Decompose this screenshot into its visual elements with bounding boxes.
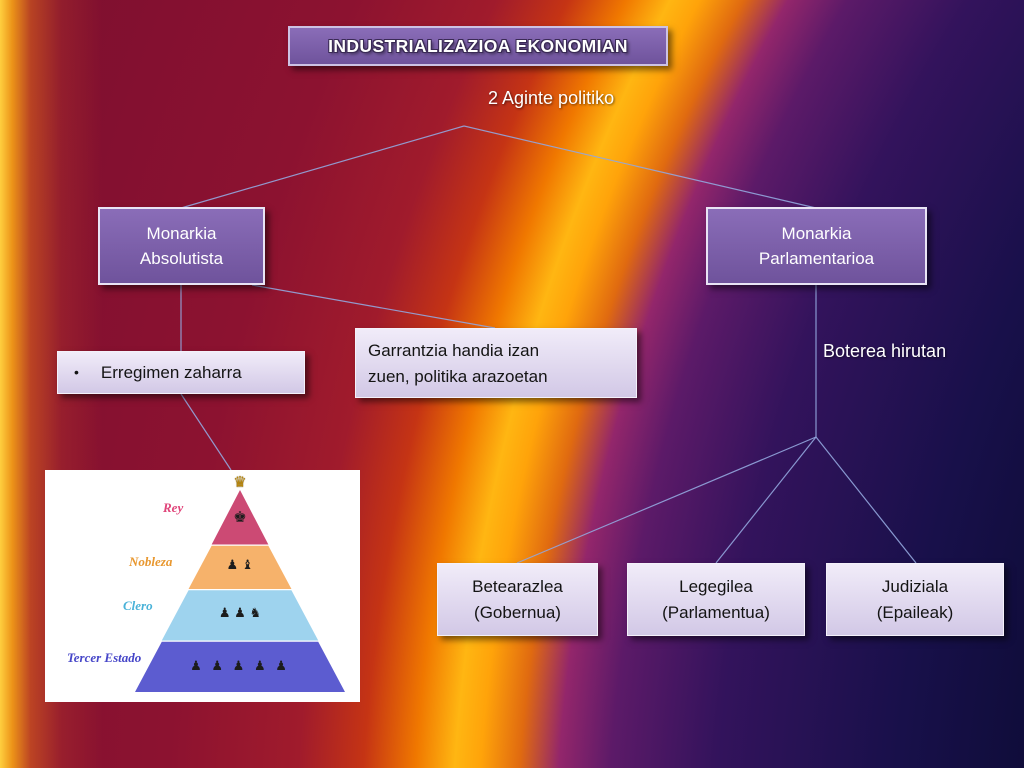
slide-title: INDUSTRIALIZAZIOA EKONOMIAN xyxy=(328,35,628,56)
node-label-line: Monarkia xyxy=(781,223,852,243)
pyramid-label-rey: Rey xyxy=(163,500,184,515)
connector-line xyxy=(715,436,817,564)
node-garrantzia: Garrantzia handia izan zuen, politika ar… xyxy=(355,328,637,398)
clergy-figures-icon: ♟ ♟ ♞ xyxy=(218,605,262,621)
connector-line xyxy=(815,436,917,564)
node-betearazlea: Betearazlea (Gobernua) xyxy=(437,563,598,636)
connector-line xyxy=(180,393,232,471)
node-label-line: Parlamentarioa xyxy=(758,249,875,268)
subtitle-text: 2 Aginte politiko xyxy=(488,88,615,108)
bullet-icon: • xyxy=(74,364,79,380)
node-label-line: Garrantzia handia izan xyxy=(368,341,540,360)
social-pyramid: ♛ ♚ ♟ ♝ ♟ ♟ ♞ ♟ ♟ ♟ ♟ ♟ xyxy=(135,474,345,692)
crown-icon: ♛ xyxy=(233,474,247,491)
node-label-line: Legegilea xyxy=(679,577,753,596)
node-label-line: Betearazlea xyxy=(472,577,563,596)
node-label-line: Judiziala xyxy=(881,577,949,596)
node-monarkia-absolutista: Monarkia Absolutista xyxy=(98,207,265,285)
connector-line xyxy=(516,436,817,564)
pyramid-label-nobleza: Nobleza xyxy=(129,554,173,569)
estates-pyramid-image: ♛ ♚ ♟ ♝ ♟ ♟ ♞ ♟ ♟ ♟ ♟ ♟ Rey Nobleza Cler… xyxy=(45,470,360,702)
node-label-line: (Parlamentua) xyxy=(662,602,770,622)
boterea-hirutan-text: Boterea hirutan xyxy=(823,341,947,361)
pyramid-label-clero: Clero xyxy=(123,598,153,613)
node-monarkia-parlamentarioa: Monarkia Parlamentarioa xyxy=(706,207,927,285)
node-label-line: (Gobernua) xyxy=(474,602,561,622)
connector-line xyxy=(463,125,817,209)
node-legegilea: Legegilea (Parlamentua) xyxy=(627,563,805,636)
pyramid-layer-clero xyxy=(161,590,319,641)
connector-line xyxy=(180,125,465,209)
pyramid-layer-tercer-estado xyxy=(135,641,345,692)
title-box: INDUSTRIALIZAZIOA EKONOMIAN xyxy=(288,26,668,66)
node-label-line: zuen, politika arazoetan xyxy=(368,366,548,386)
king-figure-icon: ♚ xyxy=(233,509,247,527)
commoners-figures-icon: ♟ ♟ ♟ ♟ ♟ xyxy=(190,657,290,673)
node-erregimen-zaharra: • Erregimen zaharra xyxy=(57,351,305,394)
connector-line xyxy=(251,284,496,329)
nobles-figures-icon: ♟ ♝ xyxy=(226,556,254,572)
pyramid-label-tercer-estado: Tercer Estado xyxy=(67,650,142,665)
node-label: Erregimen zaharra xyxy=(100,362,242,382)
node-label-line: (Epaileak) xyxy=(876,602,954,622)
node-judiziala: Judiziala (Epaileak) xyxy=(826,563,1004,636)
node-label-line: Monarkia xyxy=(146,223,217,243)
node-label-line: Absolutista xyxy=(139,249,224,268)
